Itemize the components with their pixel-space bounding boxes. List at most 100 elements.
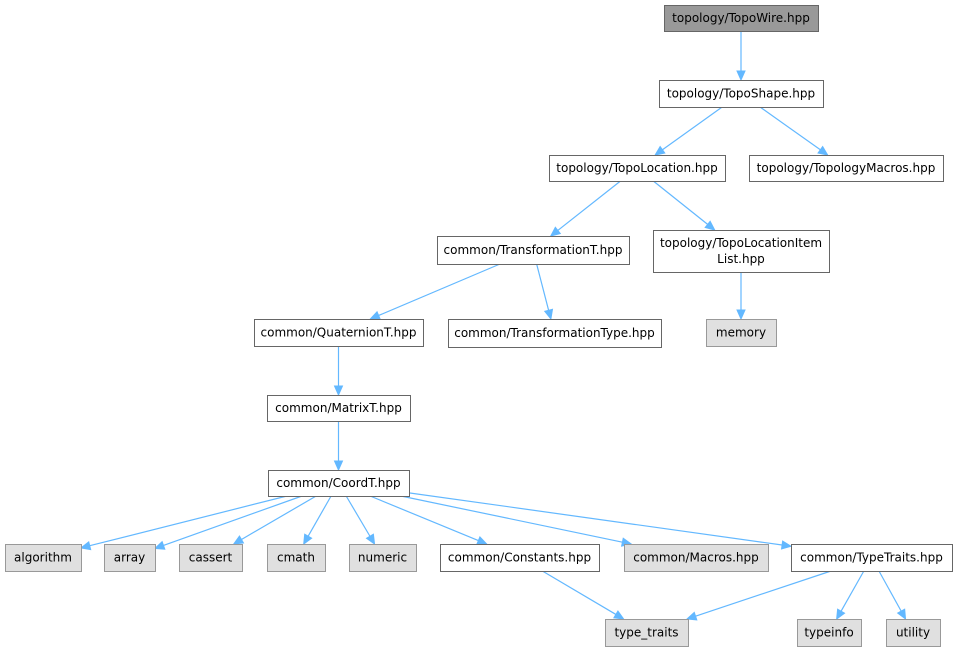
edge-line (345, 495, 371, 537)
node-label: type_traits (614, 626, 678, 640)
edge-toposhape-to-topologymacros (759, 106, 829, 156)
edge-transformationt-to-transformationtype (536, 263, 554, 321)
node-label: utility (896, 626, 930, 640)
edge-line (878, 570, 902, 612)
nodes-layer: topology/TopoWire.hpp topology/TopoShape.… (5, 5, 953, 647)
node-box (659, 80, 824, 108)
edge-line (536, 263, 550, 311)
node-box (791, 544, 953, 572)
node-numeric: numeric (349, 544, 417, 572)
edge-coordt-to-array (153, 495, 303, 550)
node-box (797, 619, 862, 647)
node-label: common/TransformationType.hpp (454, 326, 655, 340)
arrowhead (896, 608, 907, 621)
node-box (605, 619, 689, 647)
edge-topowire-to-toposhape (736, 31, 746, 82)
node-box (664, 5, 819, 32)
arrowhead (369, 310, 381, 320)
node-box (179, 544, 243, 572)
node-topowire[interactable]: topology/TopoWire.hpp (664, 5, 819, 32)
node-memory: memory (706, 319, 777, 347)
node-transformationt[interactable]: common/TransformationT.hpp (437, 236, 630, 265)
edge-topolocationitemlist-to-memory (736, 272, 746, 321)
edge-coordt-to-cassert (232, 495, 317, 545)
node-constants[interactable]: common/Constants.hpp (440, 544, 600, 572)
node-label: common/TypeTraits.hpp (800, 551, 943, 565)
arrowhead (836, 608, 846, 621)
arrowhead (817, 145, 829, 156)
node-box (104, 544, 156, 572)
edge-matrixt-to-coordt (333, 421, 344, 472)
edge-coordt-to-constants (369, 495, 488, 545)
edge-line (89, 495, 288, 547)
node-box (886, 619, 941, 647)
edge-coordt-to-numeric (345, 495, 376, 546)
node-label: cassert (189, 551, 233, 565)
edge-line (662, 106, 723, 151)
node-box (268, 470, 410, 497)
node-label: typeinfo (804, 626, 853, 640)
node-topolocation[interactable]: topology/TopoLocation.hpp (549, 155, 726, 182)
edge-line (840, 570, 865, 612)
node-typeinfo: typeinfo (797, 619, 862, 647)
node-label: cmath (277, 551, 315, 565)
node-label: common/QuaternionT.hpp (261, 326, 417, 340)
edge-line (557, 180, 621, 231)
arrowhead (613, 610, 625, 620)
node-box (267, 395, 411, 422)
edge-line (695, 570, 832, 617)
node-coordt[interactable]: common/CoordT.hpp (268, 470, 410, 497)
arrowhead (365, 533, 376, 546)
node-box (349, 544, 417, 572)
node-box (267, 544, 326, 572)
edge-constants-to-type_traits (542, 570, 625, 620)
arrowhead (476, 535, 488, 545)
node-matrixt[interactable]: common/MatrixT.hpp (267, 395, 411, 422)
node-topologymacros[interactable]: topology/TopologyMacros.hpp (749, 155, 944, 182)
node-label: topology/TopoShape.hpp (667, 87, 815, 101)
edge-line (759, 106, 821, 151)
node-transformationtype[interactable]: common/TransformationType.hpp (448, 319, 662, 348)
edge-typetraitshpp-to-typeinfo (836, 570, 865, 621)
node-cmath: cmath (267, 544, 326, 572)
node-label: algorithm (14, 551, 72, 565)
node-label: topology/TopoWire.hpp (672, 11, 810, 25)
node-cassert: cassert (179, 544, 243, 572)
arrowhead (543, 308, 554, 321)
node-quaterniont[interactable]: common/QuaternionT.hpp (254, 319, 424, 347)
arrowhead (736, 309, 746, 321)
arrowhead (704, 220, 716, 231)
node-box (653, 230, 830, 273)
node-label: List.hpp (717, 252, 765, 266)
arrowhead (736, 70, 746, 82)
edge-coordt-to-typetraitshpp (408, 492, 793, 550)
node-box (624, 544, 769, 572)
node-label: array (114, 551, 145, 565)
node-typetraitshpp[interactable]: common/TypeTraits.hpp (791, 544, 953, 572)
edge-toposhape-to-topolocation (654, 106, 723, 156)
node-toposhape[interactable]: topology/TopoShape.hpp (659, 80, 824, 108)
node-type_traits: type_traits (605, 619, 689, 647)
arrowhead (685, 611, 698, 621)
node-label: common/TransformationT.hpp (444, 243, 623, 257)
arrowhead (333, 460, 344, 472)
node-label: common/Macros.hpp (633, 551, 759, 565)
node-box (5, 544, 82, 572)
arrowhead (79, 540, 92, 551)
arrowhead (549, 226, 562, 237)
node-box (706, 319, 777, 347)
node-label: numeric (358, 551, 407, 565)
node-box (440, 544, 600, 572)
node-label: common/MatrixT.hpp (275, 401, 402, 415)
node-label: topology/TopoLocationItem (660, 236, 822, 250)
node-box (448, 319, 662, 348)
node-algorithm: algorithm (5, 544, 82, 572)
node-box (749, 155, 944, 182)
edge-line (307, 495, 332, 537)
node-box (549, 155, 726, 182)
node-utility: utility (886, 619, 941, 647)
arrowhead (303, 533, 313, 546)
edge-topolocation-to-topolocationitemlist (652, 180, 716, 231)
